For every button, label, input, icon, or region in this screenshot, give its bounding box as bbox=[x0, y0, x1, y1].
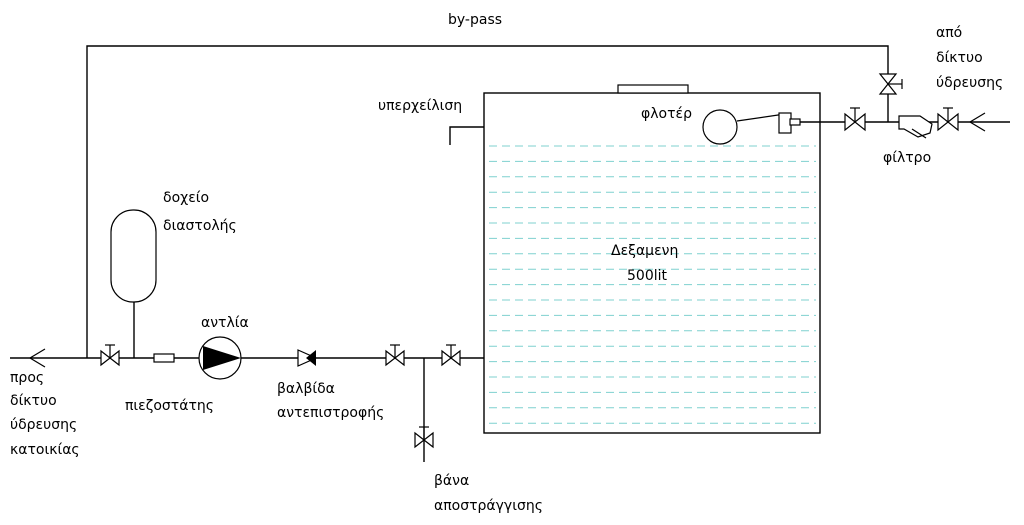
tank-manhole bbox=[617, 84, 689, 94]
check-valve-label-1: βαλβίδα bbox=[277, 381, 335, 397]
water-tank bbox=[483, 84, 821, 434]
tank-label-2: 500lit bbox=[627, 268, 668, 284]
float-arm bbox=[736, 113, 786, 122]
expansion-tank bbox=[110, 209, 157, 358]
check-valve-label-2: αντεπιστροφής bbox=[277, 405, 384, 421]
to-network-label-4: κατοικίας bbox=[10, 442, 80, 458]
to-network-label-2: δίκτυο bbox=[10, 393, 57, 409]
drain-valve-label-1: βάνα bbox=[434, 473, 469, 489]
float-valve-nozzle bbox=[789, 118, 801, 126]
expansion-tank-label-2: διαστολής bbox=[163, 218, 237, 234]
inlet-valve-2 bbox=[937, 107, 959, 132]
inlet-arrow bbox=[968, 112, 986, 132]
pressure-switch bbox=[153, 353, 175, 363]
float-valve-body bbox=[778, 112, 792, 134]
float-ball bbox=[702, 109, 738, 145]
tank-body bbox=[483, 92, 821, 434]
water-level-lines bbox=[489, 145, 816, 424]
expansion-tank-label-1: δοχείο bbox=[163, 190, 209, 206]
overflow-pipe bbox=[449, 126, 484, 145]
from-network-label-2: δίκτυο bbox=[936, 50, 983, 66]
filter-label: φίλτρο bbox=[883, 150, 931, 166]
pressure-switch-label: πιεζοστάτης bbox=[125, 398, 214, 414]
drain-valve-label-2: αποστράγγισης bbox=[434, 498, 543, 514]
float-valve-label: φλοτέρ bbox=[641, 106, 692, 122]
float-valve bbox=[702, 109, 801, 145]
inlet-valve-1 bbox=[844, 107, 866, 132]
check-valve bbox=[297, 349, 318, 367]
outlet-valve-2 bbox=[385, 344, 405, 367]
pump bbox=[198, 336, 242, 380]
drain-valve bbox=[414, 426, 434, 449]
outlet-arrow bbox=[28, 348, 46, 368]
bypass-label: by-pass bbox=[448, 12, 502, 28]
pump-label: αντλία bbox=[201, 315, 249, 331]
from-network-label-3: ύδρευσης bbox=[936, 75, 1003, 91]
outlet-valve bbox=[100, 344, 120, 367]
filter bbox=[898, 115, 933, 139]
overflow-label: υπερχείλιση bbox=[378, 98, 462, 114]
from-network-label-1: από bbox=[936, 25, 962, 41]
tank-outlet-valve bbox=[441, 344, 461, 367]
to-network-label-1: προς bbox=[10, 370, 44, 386]
to-network-label-3: ύδρευσης bbox=[10, 417, 77, 433]
tank-label-1: Δεξαμενη bbox=[611, 243, 678, 259]
bypass-valve bbox=[878, 73, 903, 95]
